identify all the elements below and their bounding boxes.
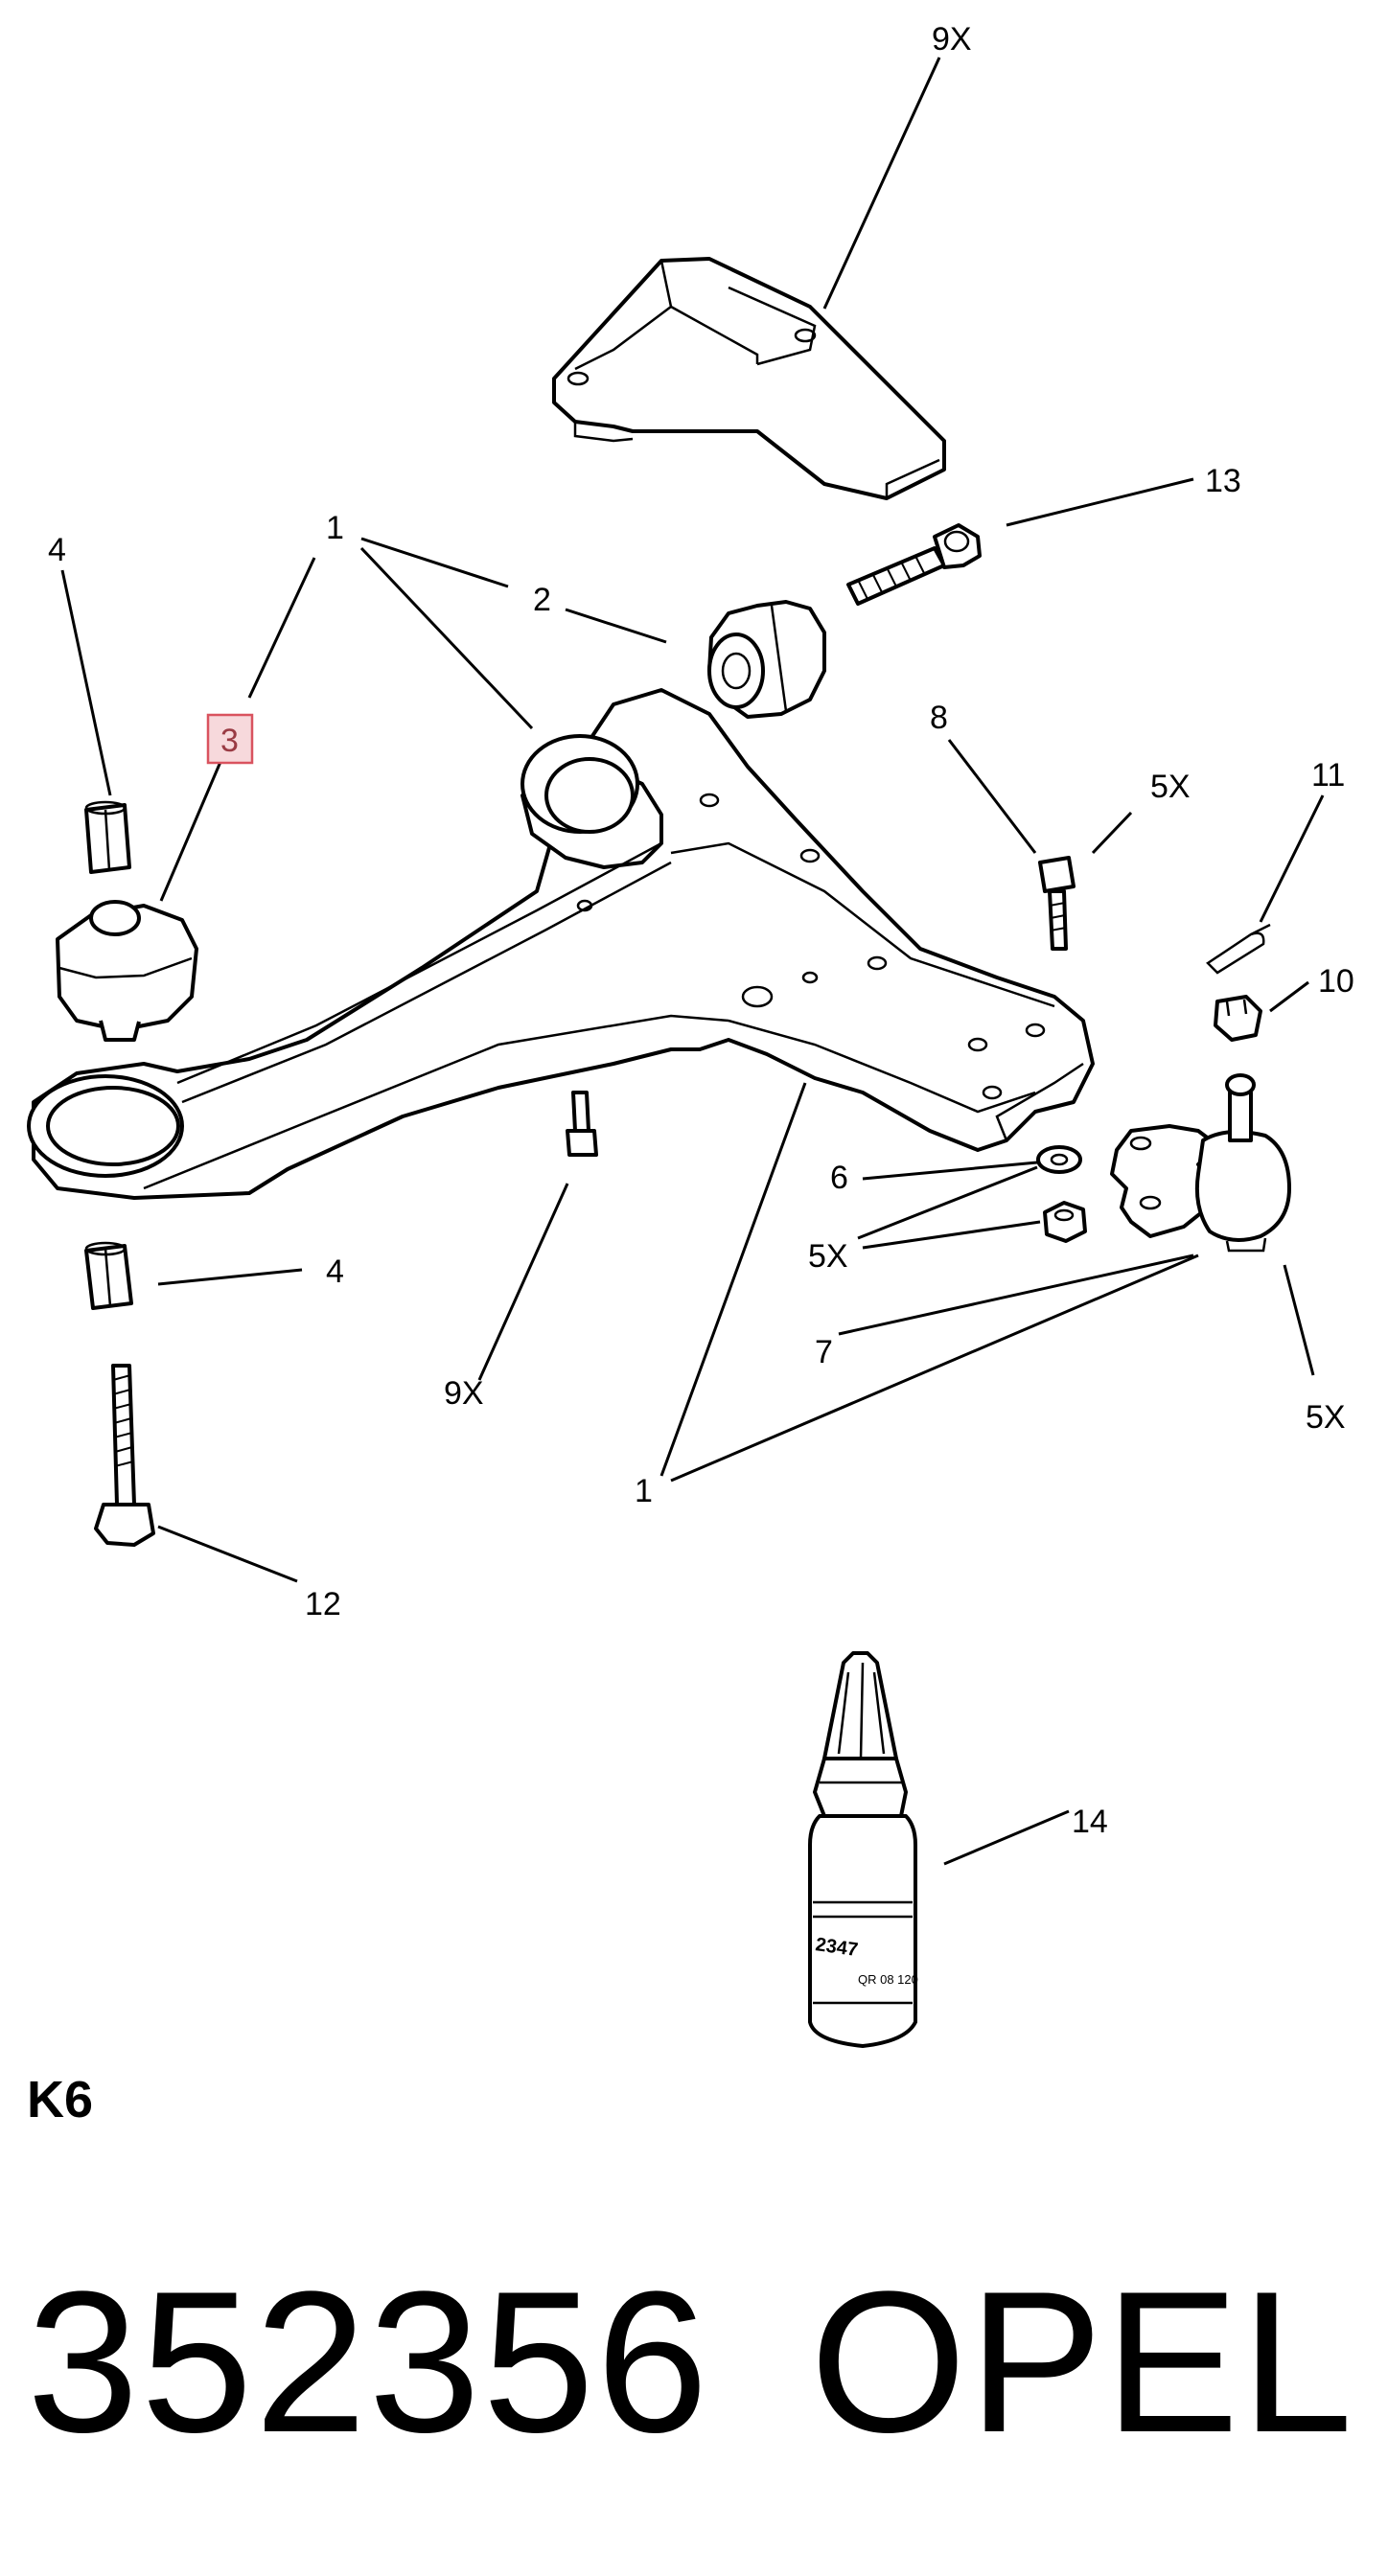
- bushing-3-part: [56, 900, 198, 1042]
- bolt-8-part: [1038, 856, 1076, 951]
- callout-1-top: 1: [326, 510, 344, 546]
- sleeve-4-top-part: [84, 800, 131, 874]
- callout-9x-bottom: 9X: [444, 1375, 484, 1412]
- callout-4-bottom: 4: [326, 1254, 344, 1290]
- screw-9x-part: [566, 1091, 598, 1157]
- castle-nut-10-part: [1214, 995, 1262, 1042]
- callout-14: 14: [1072, 1804, 1108, 1840]
- callout-9x-top: 9X: [932, 21, 972, 58]
- ball-joint-part: [1110, 1073, 1291, 1253]
- callout-5x-a: 5X: [1150, 769, 1191, 805]
- control-arm-part: [27, 688, 1095, 1200]
- callout-labels: 9X 13 1 2 4 3 8 5X 11 10 6 5X 7 5X 4 9X …: [48, 21, 1354, 1840]
- callout-1-bottom: 1: [635, 1473, 653, 1509]
- callout-5x-c: 5X: [1306, 1399, 1346, 1436]
- callout-7: 7: [815, 1334, 833, 1370]
- callout-11: 11: [1311, 757, 1345, 794]
- callout-3: 3: [220, 723, 239, 759]
- bottle-label-line2: QR 08 120: [858, 1972, 918, 1987]
- callout-5x-b: 5X: [808, 1238, 848, 1275]
- callout-4-top: 4: [48, 532, 66, 568]
- sleeve-4-bottom-part: [84, 1241, 133, 1310]
- callout-3-highlight: [206, 713, 254, 765]
- bolt-12-part: [94, 1364, 155, 1547]
- brand-name: OPEL: [810, 2249, 1355, 2474]
- callout-2: 2: [533, 582, 551, 618]
- callout-8: 8: [930, 700, 948, 736]
- cotter-pin-11-part: [1206, 923, 1271, 975]
- nut-7-part: [1043, 1201, 1087, 1243]
- part-number: 352356: [27, 2249, 710, 2474]
- section-label: K6: [27, 2071, 94, 2128]
- bottle-14-part: 2347 QR 08 120: [808, 1651, 918, 2048]
- callout-12: 12: [305, 1586, 341, 1622]
- bracket-cover-part: [552, 257, 946, 500]
- callout-13: 13: [1205, 463, 1241, 499]
- washer-6-part: [1036, 1145, 1082, 1174]
- callout-6: 6: [830, 1160, 848, 1196]
- leader-lines: [60, 57, 1325, 1866]
- bolt-13-part: [846, 523, 982, 606]
- bushing-2-part: [707, 600, 826, 719]
- callout-10: 10: [1318, 963, 1354, 1000]
